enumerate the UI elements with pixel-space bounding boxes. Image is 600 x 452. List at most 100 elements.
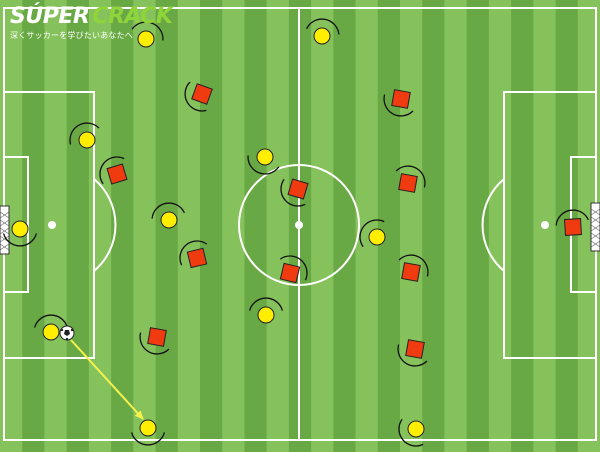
red-player-3 xyxy=(99,156,128,185)
player-token xyxy=(405,339,425,359)
facing-arc xyxy=(184,81,207,112)
grass-stripe xyxy=(111,0,134,452)
facing-arc xyxy=(248,297,284,311)
grass-stripe xyxy=(222,0,245,452)
right-penalty-arc xyxy=(481,178,505,272)
grass-stripe xyxy=(88,0,112,452)
player-token xyxy=(257,306,275,324)
facing-arc xyxy=(139,332,170,355)
facing-arc xyxy=(397,344,428,367)
player-token xyxy=(147,327,167,347)
right-penalty-spot xyxy=(541,221,549,229)
player-token xyxy=(407,420,425,438)
grass-stripe xyxy=(200,0,223,452)
facing-arc xyxy=(395,165,426,188)
player-token xyxy=(186,247,208,269)
facing-arc xyxy=(280,178,306,207)
grass-stripe xyxy=(577,0,600,452)
player-token xyxy=(287,178,309,200)
facing-arc xyxy=(99,156,125,185)
red-player-11 xyxy=(397,339,428,367)
grass-stripe xyxy=(355,0,379,452)
grass-stripe xyxy=(244,0,268,452)
grass-stripe xyxy=(266,0,290,452)
yellow-player-10 xyxy=(398,418,425,447)
grass-stripe xyxy=(466,0,490,452)
yellow-player-2 xyxy=(306,18,340,45)
center-spot xyxy=(295,221,303,229)
red-player-9 xyxy=(555,209,589,236)
yellow-player-3 xyxy=(69,122,100,149)
yellow-player-4 xyxy=(247,148,280,175)
facing-arc xyxy=(398,254,429,277)
right-goal xyxy=(590,202,600,252)
player-token xyxy=(398,173,418,193)
left-penalty-spot xyxy=(48,221,56,229)
yellow-player-9 xyxy=(33,314,69,341)
left-penalty-arc xyxy=(93,178,117,272)
grass-stripe xyxy=(444,0,468,452)
player-token xyxy=(279,262,301,284)
facing-arc xyxy=(359,219,385,248)
football xyxy=(59,325,75,341)
grass-stripe xyxy=(311,0,334,452)
grass-stripe xyxy=(177,0,201,452)
player-token xyxy=(137,30,155,48)
facing-arc xyxy=(2,233,38,247)
red-player-5 xyxy=(280,178,309,207)
facing-arc xyxy=(383,94,414,117)
yellow-player-5 xyxy=(2,220,38,247)
player-token xyxy=(401,262,421,282)
grass-stripe xyxy=(488,0,512,452)
player-token xyxy=(368,228,386,246)
grass-stripe xyxy=(377,0,401,452)
left-goal xyxy=(0,205,10,255)
facing-arc xyxy=(130,432,166,446)
yellow-player-11 xyxy=(130,419,166,446)
player-token xyxy=(160,211,178,229)
grass-stripe xyxy=(66,0,90,452)
players xyxy=(2,18,589,447)
red-player-4 xyxy=(395,165,426,193)
facing-arc xyxy=(555,209,589,226)
grass-stripe xyxy=(333,0,357,452)
yellow-player-7 xyxy=(359,219,386,248)
grass-stripe xyxy=(22,0,45,452)
pass-arrow xyxy=(70,339,144,420)
yellow-player-1 xyxy=(131,21,164,48)
player-token xyxy=(191,83,213,105)
center-circle xyxy=(238,164,360,286)
player-token xyxy=(391,89,411,109)
facing-arc xyxy=(33,314,69,328)
facing-arc xyxy=(279,255,308,281)
facing-arc xyxy=(398,418,424,447)
facing-arc xyxy=(69,122,100,145)
red-player-8 xyxy=(398,254,429,282)
player-token xyxy=(256,148,274,166)
grass-stripe xyxy=(133,0,157,452)
red-player-1 xyxy=(184,81,213,112)
grass-stripe xyxy=(0,0,23,452)
yellow-player-6 xyxy=(151,202,185,229)
facing-arc xyxy=(151,202,185,219)
grass-stripe xyxy=(511,0,534,452)
red-player-7 xyxy=(279,255,308,284)
facing-arc xyxy=(131,21,164,41)
player-token xyxy=(139,419,157,437)
facing-arc xyxy=(247,155,280,175)
player-token xyxy=(42,323,60,341)
red-player-10 xyxy=(139,327,170,355)
grass-stripe xyxy=(422,0,445,452)
player-token xyxy=(106,163,128,185)
facing-arc xyxy=(306,18,340,35)
red-player-6 xyxy=(179,240,208,269)
player-token xyxy=(564,218,582,236)
player-token xyxy=(78,131,96,149)
facing-arc xyxy=(179,240,208,266)
player-token xyxy=(11,220,29,238)
yellow-player-8 xyxy=(248,297,284,324)
red-player-2 xyxy=(383,89,414,117)
player-token xyxy=(313,27,331,45)
